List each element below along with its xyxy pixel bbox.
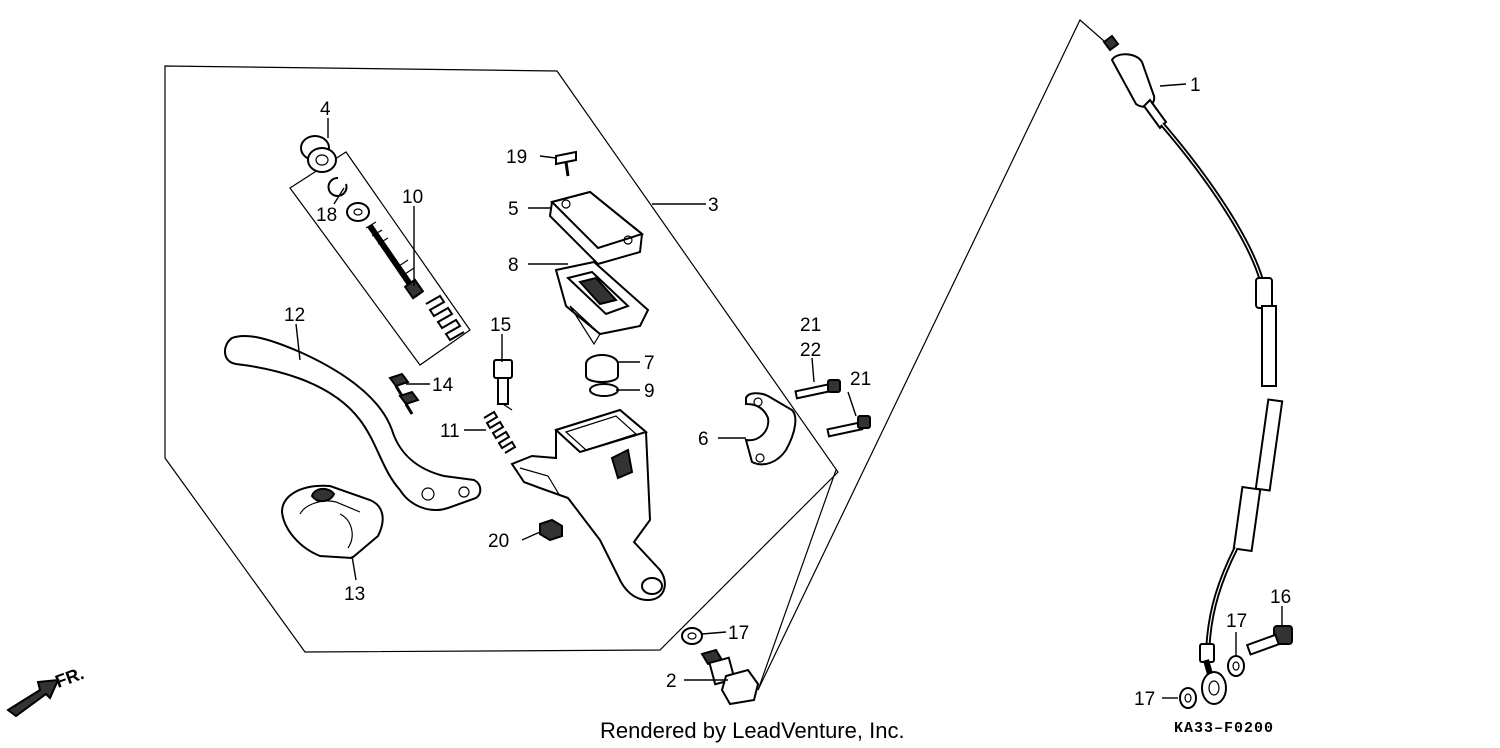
callout-11: 11 xyxy=(440,421,460,442)
callout-2: 2 xyxy=(666,671,677,692)
front-direction-arrow-icon xyxy=(6,678,60,718)
master-cylinder-assembly-outline xyxy=(164,65,839,653)
piston-part[interactable] xyxy=(365,221,425,300)
callout-18: 18 xyxy=(316,205,337,226)
reservoir-float-part[interactable] xyxy=(585,354,619,383)
boot-part[interactable] xyxy=(300,135,337,173)
hose-group-outline-left xyxy=(757,469,837,691)
callout-1: 1 xyxy=(1190,75,1201,96)
callout-8: 8 xyxy=(508,255,519,276)
sealing-washer-part-a[interactable] xyxy=(681,627,703,645)
cap-screw-part[interactable] xyxy=(555,150,577,177)
nipple-cap-part[interactable] xyxy=(539,518,563,542)
brake-lever-part[interactable] xyxy=(224,334,482,511)
callout-15: 15 xyxy=(490,315,511,336)
lever-spring-part[interactable] xyxy=(483,410,517,454)
hose-group-outline xyxy=(757,19,1113,691)
o-ring-part[interactable] xyxy=(589,383,619,397)
callout-20: 20 xyxy=(488,531,509,552)
diaphragm-part[interactable] xyxy=(554,260,650,346)
figure-code: KA33–F0200 xyxy=(1174,720,1274,737)
sealing-washer-part-c[interactable] xyxy=(1179,687,1197,709)
pivot-screws-part[interactable] xyxy=(388,372,420,415)
circlip-part[interactable] xyxy=(327,176,348,197)
washer-part[interactable] xyxy=(346,202,370,222)
brake-hose-part[interactable] xyxy=(1102,34,1284,705)
sealing-washer-part-b[interactable] xyxy=(1227,655,1245,677)
piston-spring-part[interactable] xyxy=(425,294,465,342)
reservoir-cap-part[interactable] xyxy=(548,190,645,266)
callout-3: 3 xyxy=(708,195,719,216)
lever-cover-part[interactable] xyxy=(280,484,384,560)
callout-7: 7 xyxy=(644,353,655,374)
callout-13: 13 xyxy=(344,584,365,605)
callout-21a: 21 xyxy=(800,315,821,336)
callout-10: 10 xyxy=(402,187,423,208)
callout-16: 16 xyxy=(1270,587,1291,608)
callout-6: 6 xyxy=(698,429,709,450)
banjo-bolt-part[interactable] xyxy=(1245,625,1293,656)
callout-5: 5 xyxy=(508,199,519,220)
piston-kit-outline xyxy=(289,151,471,366)
callout-22: 22 xyxy=(800,340,821,361)
credit-text: Rendered by LeadVenture, Inc. xyxy=(600,718,905,743)
handlebar-holder-part[interactable] xyxy=(744,392,797,466)
callout-17a: 17 xyxy=(728,623,749,644)
callout-4: 4 xyxy=(320,99,331,120)
holder-bolt-lower-part[interactable] xyxy=(826,415,871,438)
pivot-bolt-part[interactable] xyxy=(493,359,513,411)
callout-17b: 17 xyxy=(1226,611,1247,632)
oil-bolt-part[interactable] xyxy=(700,648,760,706)
leader-lines xyxy=(295,83,1283,699)
callout-17c: 17 xyxy=(1134,689,1155,710)
callout-19: 19 xyxy=(506,147,527,168)
front-direction-label: FR. xyxy=(53,663,87,692)
callout-9: 9 xyxy=(644,381,655,402)
holder-bolt-upper-part[interactable] xyxy=(794,379,841,400)
master-cylinder-body-part[interactable] xyxy=(510,408,666,602)
callout-14: 14 xyxy=(432,375,454,396)
callout-12: 12 xyxy=(284,305,305,326)
callout-21b: 21 xyxy=(850,369,871,390)
